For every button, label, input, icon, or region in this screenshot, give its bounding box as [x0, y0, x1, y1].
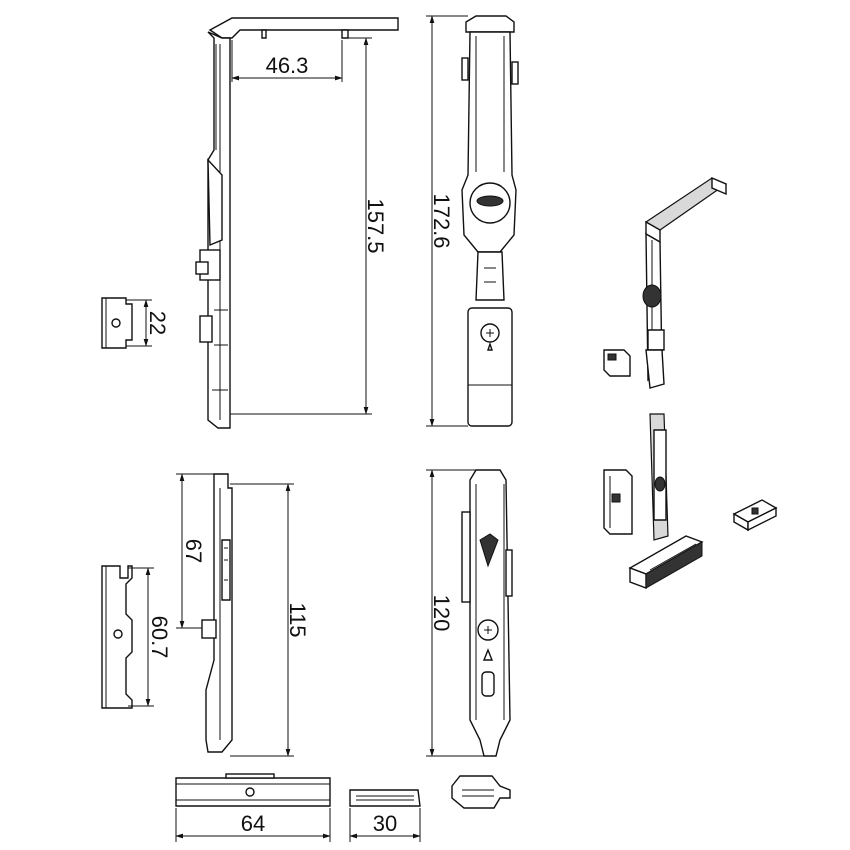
isometric-upper-assembly: [603, 176, 728, 389]
dim-label-64: 64: [241, 811, 265, 836]
long-clip-part: 60.7: [101, 565, 172, 709]
dim-label-120: 120: [429, 595, 454, 632]
isometric-small-clip: [732, 499, 778, 532]
bottom-bar-part: 64: [175, 773, 331, 842]
dim-label-67: 67: [181, 539, 206, 563]
dim-label-30: 30: [373, 811, 397, 836]
dimension-67: 67: [176, 473, 218, 629]
dim-label-22: 22: [145, 311, 170, 335]
dim-label-46-3: 46.3: [266, 53, 309, 78]
dim-label-60-7: 60.7: [147, 616, 172, 659]
isometric-lower-assembly: [603, 413, 669, 541]
dimension-157-5: 157.5: [230, 37, 388, 415]
end-cap-part: [451, 775, 511, 809]
upper-front-view: [461, 15, 519, 427]
dim-label-115: 115: [285, 602, 310, 637]
dimension-115: 115: [230, 483, 310, 757]
small-clip-part: 22: [101, 297, 170, 349]
dimension-46-3: 46.3: [231, 40, 343, 82]
isometric-bar: [628, 535, 704, 590]
bottom-block-part: 30: [349, 789, 421, 842]
lower-front-view: [461, 469, 513, 757]
dim-label-172-6: 172.6: [429, 193, 454, 248]
dimension-120: 120: [426, 469, 484, 757]
dimension-172-6: 172.6: [426, 15, 468, 427]
upper-side-view: [195, 17, 399, 429]
lower-side-view: [201, 473, 233, 753]
dim-label-157-5: 157.5: [363, 198, 388, 253]
